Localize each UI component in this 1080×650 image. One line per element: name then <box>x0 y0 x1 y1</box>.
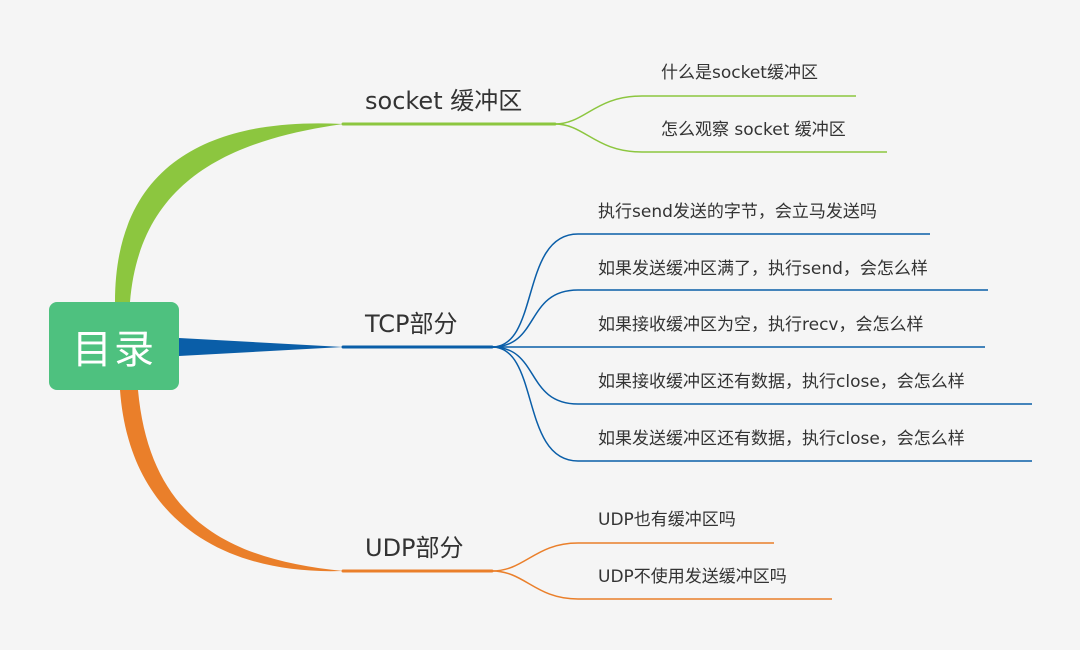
socket-child-1-connector <box>554 95 643 125</box>
socket-child-2-connector <box>554 123 643 153</box>
branch-tcp[interactable]: TCP部分 <box>365 310 458 338</box>
tcp-child-1-connector <box>491 233 579 348</box>
topic-receive-buffer-empty[interactable]: 如果接收缓冲区为空，执行recv，会怎么样 <box>598 315 924 335</box>
topic-send-buffer-full[interactable]: 如果发送缓冲区满了，执行send，会怎么样 <box>598 259 928 279</box>
topic-receive-buffer-close[interactable]: 如果接收缓冲区还有数据，执行close，会怎么样 <box>598 372 965 392</box>
topic-udp-has-buffer[interactable]: UDP也有缓冲区吗 <box>598 510 736 530</box>
root-node[interactable]: 目录 <box>49 302 179 390</box>
udp-child-1-connector <box>491 542 579 572</box>
topic-observe-socket-buffer[interactable]: 怎么观察 socket 缓冲区 <box>661 120 846 140</box>
udp-child-2-connector <box>491 570 579 600</box>
tcp-child-5-connector <box>491 346 579 462</box>
topic-udp-send-buffer[interactable]: UDP不使用发送缓冲区吗 <box>598 567 787 587</box>
root-label: 目录 <box>72 327 156 373</box>
topic-what-is-socket-buffer[interactable]: 什么是socket缓冲区 <box>661 63 818 83</box>
topic-send-immediately[interactable]: 执行send发送的字节，会立马发送吗 <box>598 202 877 222</box>
topic-send-buffer-close[interactable]: 如果发送缓冲区还有数据，执行close，会怎么样 <box>598 429 965 449</box>
branch-udp[interactable]: UDP部分 <box>365 534 464 562</box>
root-connector-udp <box>120 390 343 572</box>
tcp-child-4-connector <box>491 346 579 405</box>
root-connector-tcp <box>179 338 343 356</box>
tcp-child-2-connector <box>491 289 579 348</box>
root-connector-socket <box>115 123 343 302</box>
branch-socket-buffer[interactable]: socket 缓冲区 <box>365 87 523 115</box>
